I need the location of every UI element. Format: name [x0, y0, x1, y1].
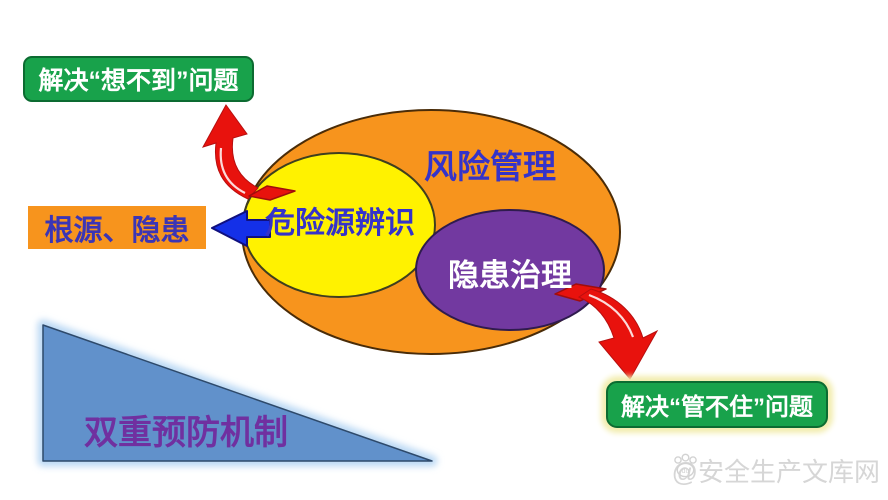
root-hidden-danger-label: 根源、隐患	[44, 214, 190, 247]
hazard-identification-label: 危险源辨识	[265, 207, 415, 240]
curved-up-arrow-highlight	[219, 147, 246, 194]
up-arrow-ribbon-tail	[248, 185, 296, 201]
root-hidden-danger-box: 根源、隐患	[28, 206, 206, 249]
prevention-triangle	[42, 324, 433, 462]
down-arrow-ribbon-tail	[554, 283, 607, 302]
left-block-arrow	[211, 210, 271, 247]
curved-down-arrow	[577, 288, 659, 380]
paw-icon-text: du	[681, 468, 689, 475]
watermark: du @安全生产文库网	[672, 452, 880, 489]
callout-solve-uncontrollable-label: 解决“管不住”问题	[621, 394, 813, 421]
paw-icon: du	[673, 453, 697, 478]
dual-prevention-mechanism-label: 双重预防机制	[84, 414, 288, 452]
risk-management-label: 风险管理	[424, 148, 556, 185]
callout-solve-uncontrollable: 解决“管不住”问题	[606, 381, 828, 428]
callout-solve-unthinkable: 解决“想不到”问题	[23, 56, 254, 102]
hidden-danger-ellipse	[415, 209, 605, 331]
hidden-danger-treatment-label: 隐患治理	[448, 258, 572, 293]
watermark-text: @安全生产文库网	[671, 457, 880, 487]
curved-down-arrow-highlight	[588, 293, 635, 338]
curved-up-arrow	[201, 104, 259, 200]
callout-solve-unthinkable-label: 解决“想不到”问题	[38, 67, 239, 95]
